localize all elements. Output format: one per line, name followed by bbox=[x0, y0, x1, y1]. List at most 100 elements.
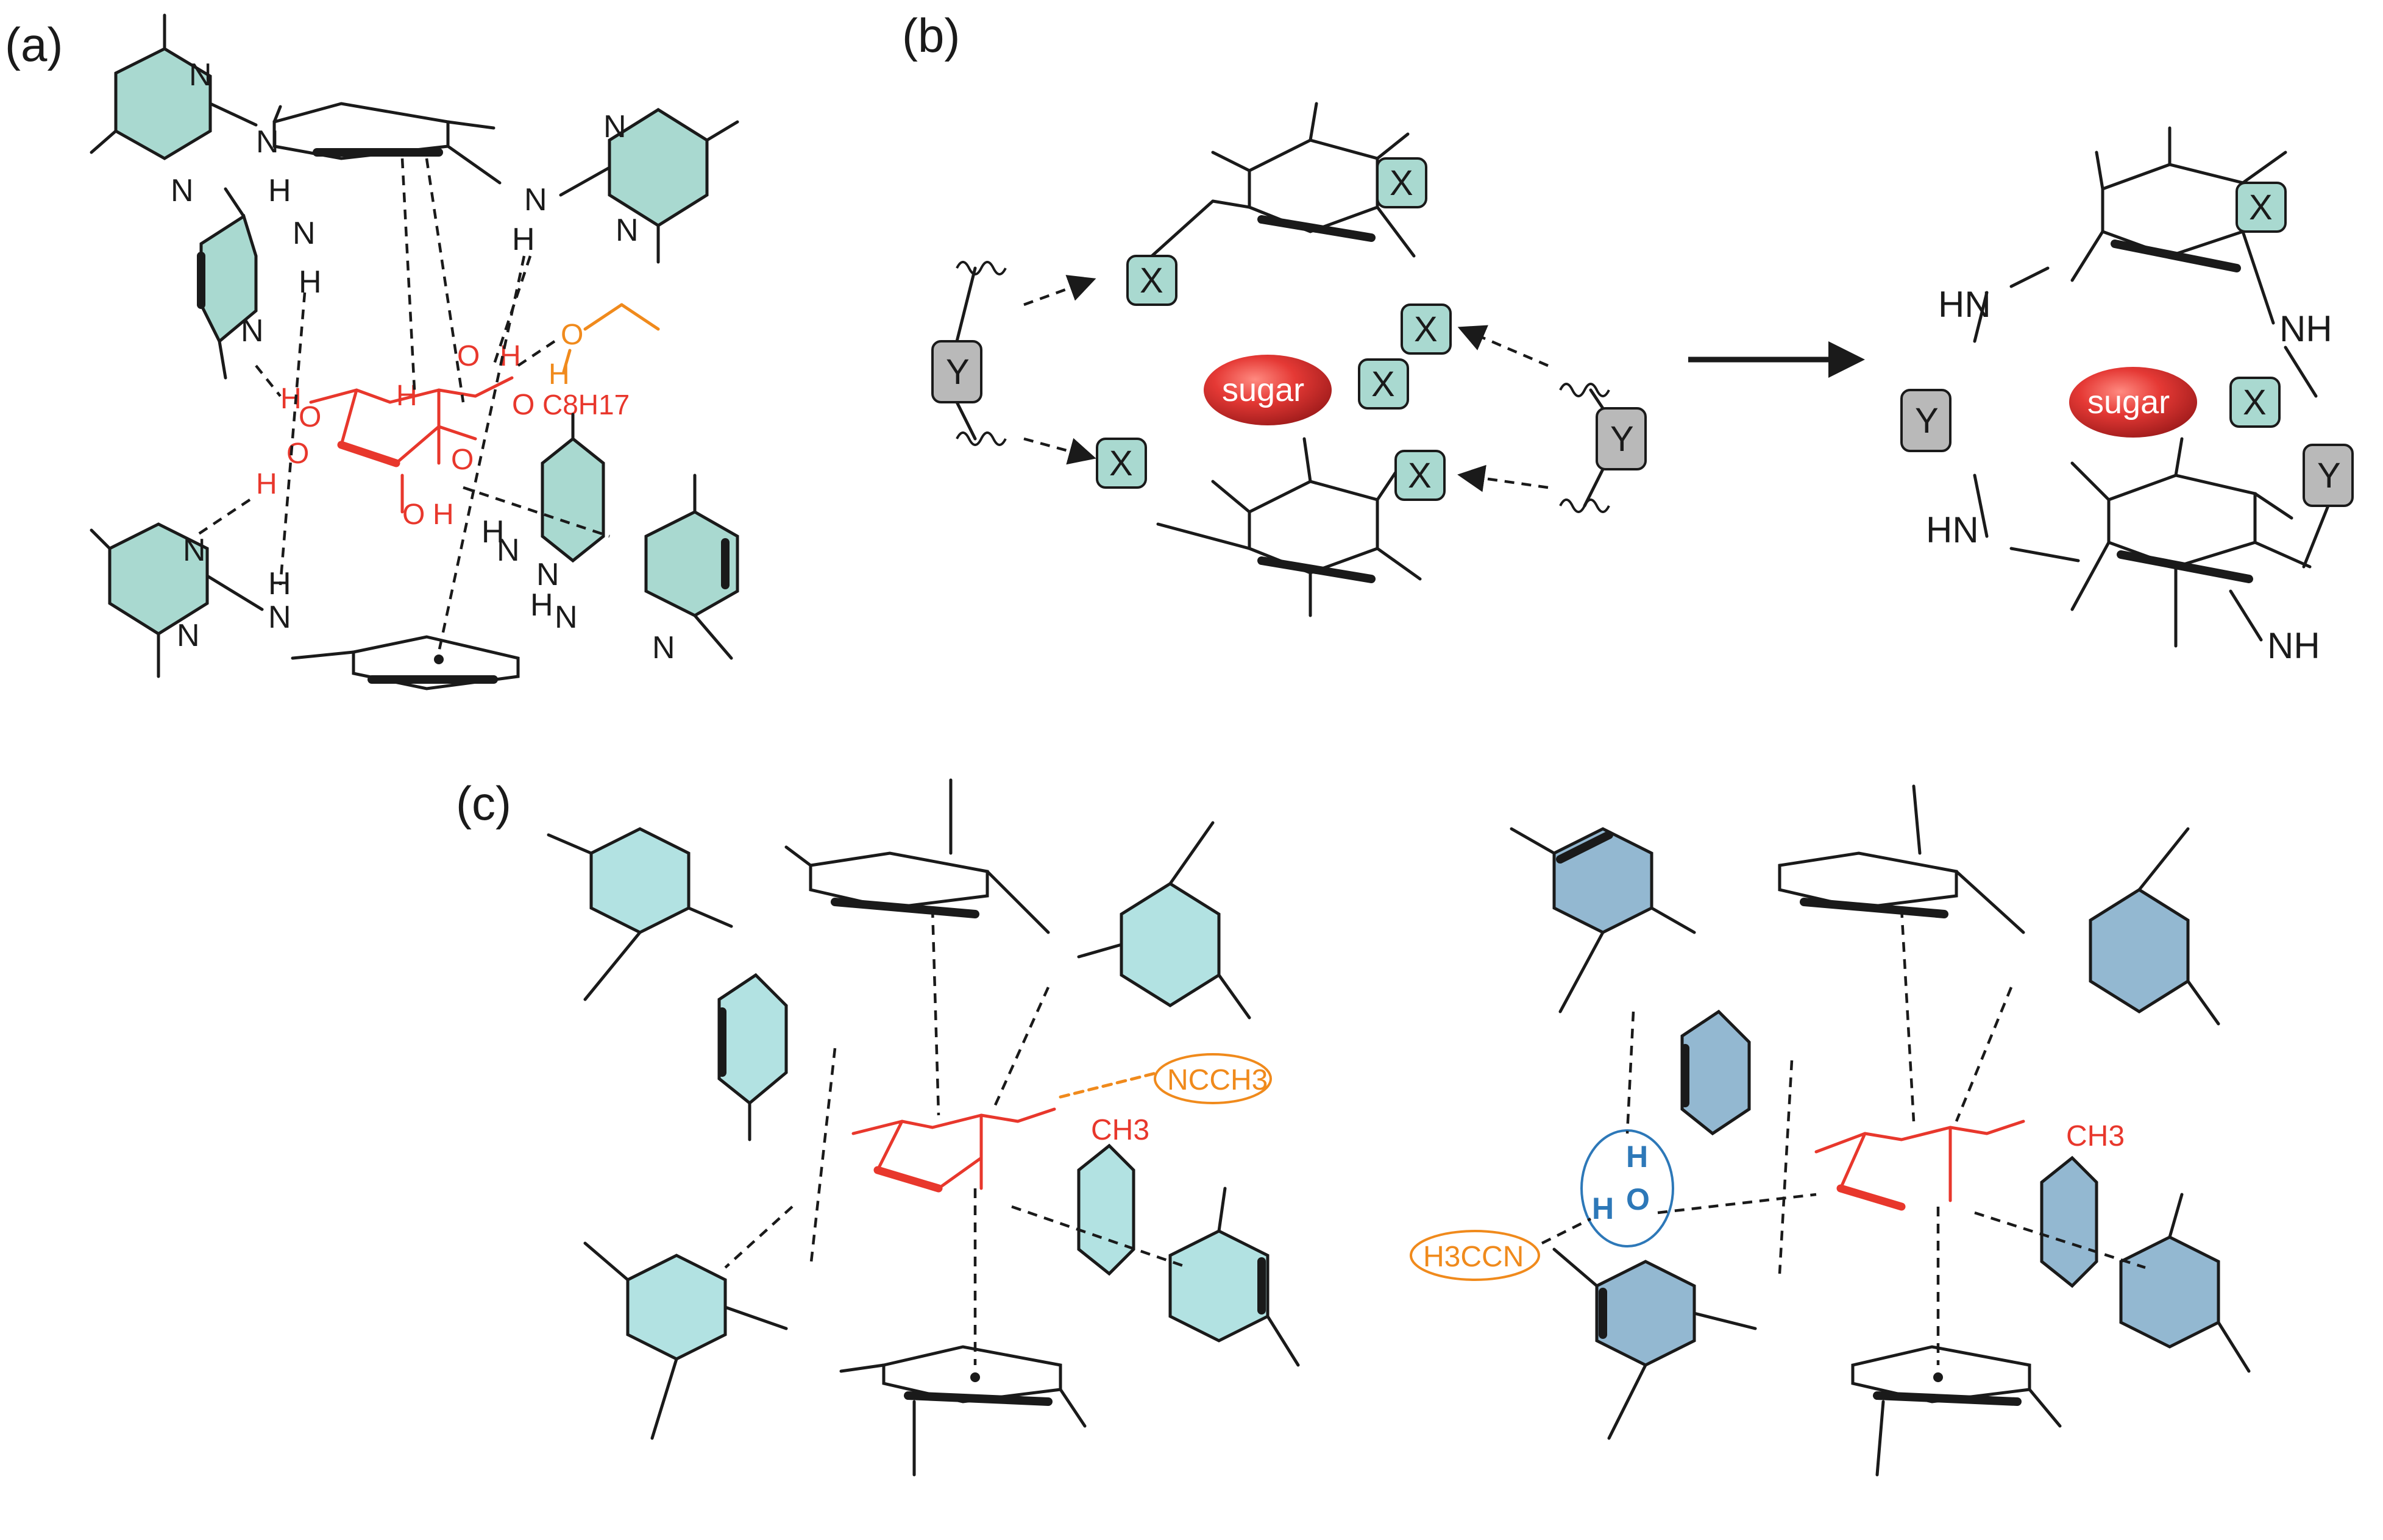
ethanol-atom: H bbox=[549, 358, 570, 391]
amine-h: H bbox=[481, 514, 505, 550]
pyrimidine-ring-top-right bbox=[559, 108, 739, 264]
water-atom: H bbox=[1626, 1140, 1648, 1174]
water-atom: O bbox=[1626, 1182, 1650, 1216]
benzene-ring bbox=[809, 851, 989, 910]
panel-c-left-structure: NCCH3 CH3 bbox=[547, 778, 1300, 1477]
acetonitrile-label: NCCH3 bbox=[1167, 1064, 1268, 1096]
y-box-label: Y bbox=[1610, 419, 1634, 459]
x-box-label: X bbox=[1109, 444, 1133, 483]
sugar-substituent: C8H17 bbox=[542, 389, 630, 420]
x-box-label: X bbox=[1408, 456, 1432, 495]
pyridine-ring bbox=[1120, 882, 1221, 1007]
pyridine-ring bbox=[589, 827, 691, 934]
x-box bbox=[1096, 438, 1147, 489]
panel-c-right-structure: CH3 H O H H3CCN bbox=[1410, 784, 2251, 1477]
acetonitrile-ellipse bbox=[1410, 1230, 1540, 1281]
x-box bbox=[2236, 182, 2287, 233]
amine-n: N bbox=[268, 600, 291, 635]
sugar-atom: O bbox=[402, 499, 425, 531]
x-box-label: X bbox=[1140, 261, 1163, 300]
water-atom: H bbox=[1592, 1191, 1614, 1226]
amine-n: N bbox=[293, 216, 316, 251]
product-nh: NH bbox=[2267, 625, 2320, 666]
amine-h: H bbox=[299, 264, 322, 300]
x-box bbox=[1358, 358, 1409, 410]
y-box-label: Y bbox=[2317, 456, 2341, 495]
y-box bbox=[1596, 407, 1647, 470]
pyridine-ring bbox=[2119, 1235, 2220, 1349]
amine-h: H bbox=[512, 222, 535, 257]
amine-h: H bbox=[530, 587, 553, 623]
panel-a-label: (a) bbox=[5, 18, 63, 71]
benzene-ring-top-a bbox=[272, 102, 502, 185]
reaction-arrow-icon bbox=[1688, 341, 1865, 378]
pyridine-ring bbox=[2089, 888, 2190, 1013]
y-box bbox=[1900, 389, 1952, 452]
benzene-ring-bottom-a bbox=[291, 635, 520, 690]
y-box bbox=[931, 340, 982, 403]
product-nh: HN bbox=[1938, 284, 1991, 325]
amine-n: N bbox=[497, 533, 520, 568]
pyrimidine-ring-bottom-right bbox=[644, 474, 739, 660]
x-box bbox=[1376, 157, 1427, 208]
x-box bbox=[2229, 377, 2281, 428]
sugar-atom: H bbox=[280, 383, 302, 415]
product-nh: NH bbox=[2279, 308, 2332, 349]
pyrimidine-ring-middle-right bbox=[541, 413, 605, 563]
sugar-atom: O bbox=[299, 401, 321, 433]
y-box-label: Y bbox=[1915, 401, 1939, 441]
amine-n: N bbox=[524, 182, 547, 218]
pyridine-ring bbox=[626, 1254, 727, 1361]
ethanol-guest bbox=[562, 303, 660, 374]
y-box bbox=[2303, 444, 2354, 507]
ring-n: N bbox=[171, 173, 194, 208]
sugar-ellipse-label: sugar bbox=[1222, 372, 1304, 408]
ring-n: N bbox=[241, 313, 264, 349]
sugar-ring-panel-a bbox=[309, 376, 514, 514]
x-box-label: X bbox=[2243, 383, 2267, 422]
sugar-substituent: CH3 bbox=[1091, 1114, 1149, 1146]
sugar-atom: O bbox=[451, 444, 474, 476]
ring-n: N bbox=[603, 109, 627, 144]
ring-n: N bbox=[616, 213, 639, 248]
sugar-ring bbox=[1814, 1120, 2025, 1154]
pyridine-ring bbox=[1552, 827, 1653, 934]
x-box-label: X bbox=[1414, 310, 1438, 349]
pyridine-ring bbox=[2040, 1155, 2098, 1288]
amine-n: N bbox=[555, 600, 578, 635]
hydrogen-bond-dashes bbox=[194, 158, 610, 653]
sugar-atom: O bbox=[457, 340, 480, 372]
sugar-atom: H bbox=[433, 499, 454, 531]
panel-c-label: (c) bbox=[456, 776, 511, 830]
sugar-atom: H bbox=[256, 468, 277, 500]
sugar-ellipse bbox=[1204, 355, 1332, 425]
benzene-ring bbox=[1778, 851, 1958, 910]
product-nh: HN bbox=[1926, 509, 1979, 550]
x-box-label: X bbox=[2249, 188, 2273, 227]
ring-n: N bbox=[652, 630, 675, 665]
y-linker-right bbox=[1457, 325, 1610, 513]
x-box-label: X bbox=[1390, 163, 1413, 203]
pyrimidine-ring-middle-left bbox=[197, 187, 258, 380]
pyridine-ring bbox=[1680, 1009, 1751, 1136]
x-box bbox=[1401, 303, 1452, 355]
y-linker-left bbox=[955, 261, 1096, 465]
acetonitrile-label: H3CCN bbox=[1423, 1241, 1524, 1273]
pyridine-ring bbox=[1168, 1229, 1270, 1343]
amine-n: N bbox=[536, 557, 559, 592]
pyrimidine-ring-bottom-left bbox=[90, 522, 264, 678]
ring-n: N bbox=[177, 618, 200, 653]
pyrimidine-ring-top-left bbox=[90, 13, 258, 160]
ethanol-atom: O bbox=[561, 319, 583, 351]
sugar-ellipse bbox=[2069, 367, 2197, 438]
y-box-label: Y bbox=[946, 352, 970, 392]
amine-n: N bbox=[256, 124, 279, 160]
water-ellipse bbox=[1580, 1129, 1674, 1247]
sugar-ellipse-label: sugar bbox=[2087, 384, 2170, 420]
x-box bbox=[1126, 255, 1177, 306]
x-box-label: X bbox=[1371, 364, 1395, 404]
sugar-substituent: CH3 bbox=[2066, 1120, 2125, 1152]
ring-n: N bbox=[183, 533, 206, 568]
pyridine-ring bbox=[1595, 1260, 1696, 1367]
